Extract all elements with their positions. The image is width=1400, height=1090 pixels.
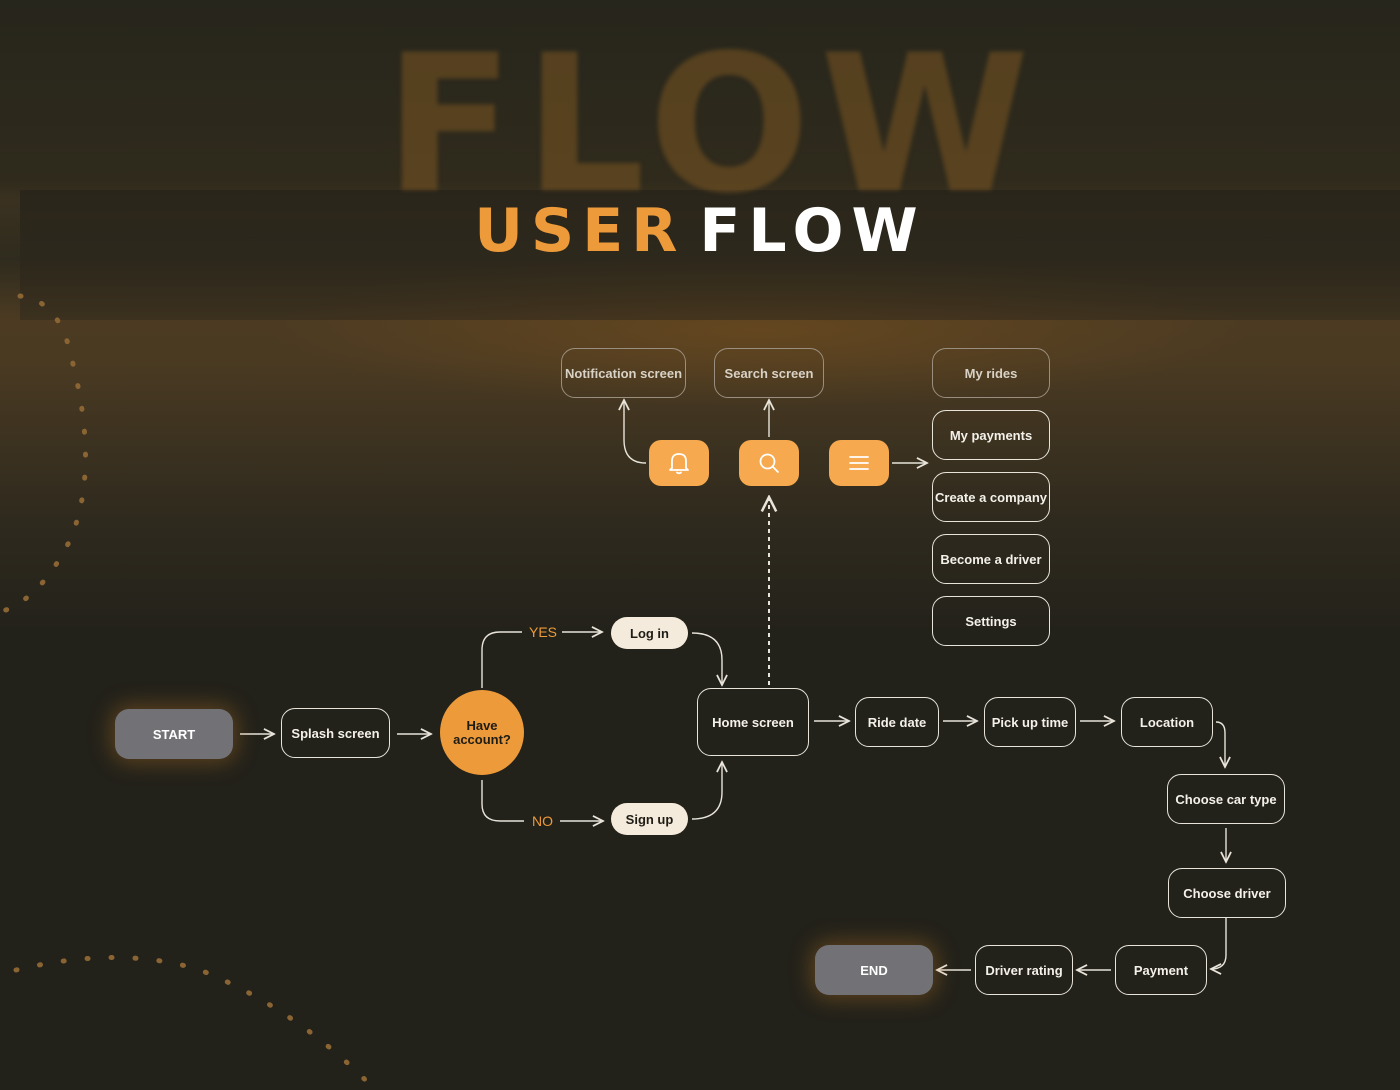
label-no: NO bbox=[532, 813, 553, 829]
search-icon bbox=[759, 453, 779, 473]
node-sign-up[interactable]: Sign up bbox=[611, 803, 688, 835]
node-location[interactable]: Location bbox=[1121, 697, 1213, 747]
arrow-signup-home bbox=[691, 762, 722, 820]
arrow-location-cartype bbox=[1215, 721, 1225, 767]
background-band bbox=[20, 190, 1400, 320]
line-decision-yes bbox=[481, 631, 522, 688]
search-button[interactable] bbox=[739, 440, 799, 486]
node-choose-driver[interactable]: Choose driver bbox=[1168, 868, 1286, 918]
bell-icon bbox=[669, 453, 689, 475]
node-splash-screen[interactable]: Splash screen bbox=[281, 708, 390, 758]
label-yes: YES bbox=[529, 624, 558, 640]
menu-item-become-driver[interactable]: Become a driver bbox=[932, 534, 1050, 584]
decorative-dotted-arc-left bbox=[0, 293, 88, 615]
menu-item-my-rides[interactable]: My rides bbox=[932, 348, 1050, 398]
title-user: USER bbox=[474, 196, 686, 266]
menu-item-my-payments[interactable]: My payments bbox=[932, 410, 1050, 460]
node-choose-car-type[interactable]: Choose car type bbox=[1167, 774, 1285, 824]
title-flow: FLOW bbox=[699, 196, 926, 266]
hamburger-menu-icon bbox=[849, 456, 869, 470]
node-decision-have-account[interactable]: Have account? bbox=[440, 690, 524, 775]
node-notification-screen[interactable]: Notification screen bbox=[561, 348, 686, 398]
decorative-dotted-arc-bottom bbox=[13, 955, 379, 1090]
node-driver-rating[interactable]: Driver rating bbox=[975, 945, 1073, 995]
arrow-driver-payment bbox=[1211, 918, 1227, 969]
menu-item-create-company[interactable]: Create a company bbox=[932, 472, 1050, 522]
arrow-bell-notification bbox=[624, 400, 647, 464]
node-search-screen[interactable]: Search screen bbox=[714, 348, 824, 398]
menu-item-settings[interactable]: Settings bbox=[932, 596, 1050, 646]
background-watermark: FLOW bbox=[384, 14, 1040, 235]
node-payment[interactable]: Payment bbox=[1115, 945, 1207, 995]
menu-button[interactable] bbox=[829, 440, 889, 486]
line-decision-no bbox=[481, 780, 524, 822]
node-end[interactable]: END bbox=[815, 945, 933, 995]
node-home-screen[interactable]: Home screen bbox=[697, 688, 809, 756]
arrow-login-home bbox=[691, 632, 722, 685]
node-pick-up-time[interactable]: Pick up time bbox=[984, 697, 1076, 747]
node-ride-date[interactable]: Ride date bbox=[855, 697, 939, 747]
node-log-in[interactable]: Log in bbox=[611, 617, 688, 649]
notification-button[interactable] bbox=[649, 440, 709, 486]
node-start[interactable]: START bbox=[115, 709, 233, 759]
